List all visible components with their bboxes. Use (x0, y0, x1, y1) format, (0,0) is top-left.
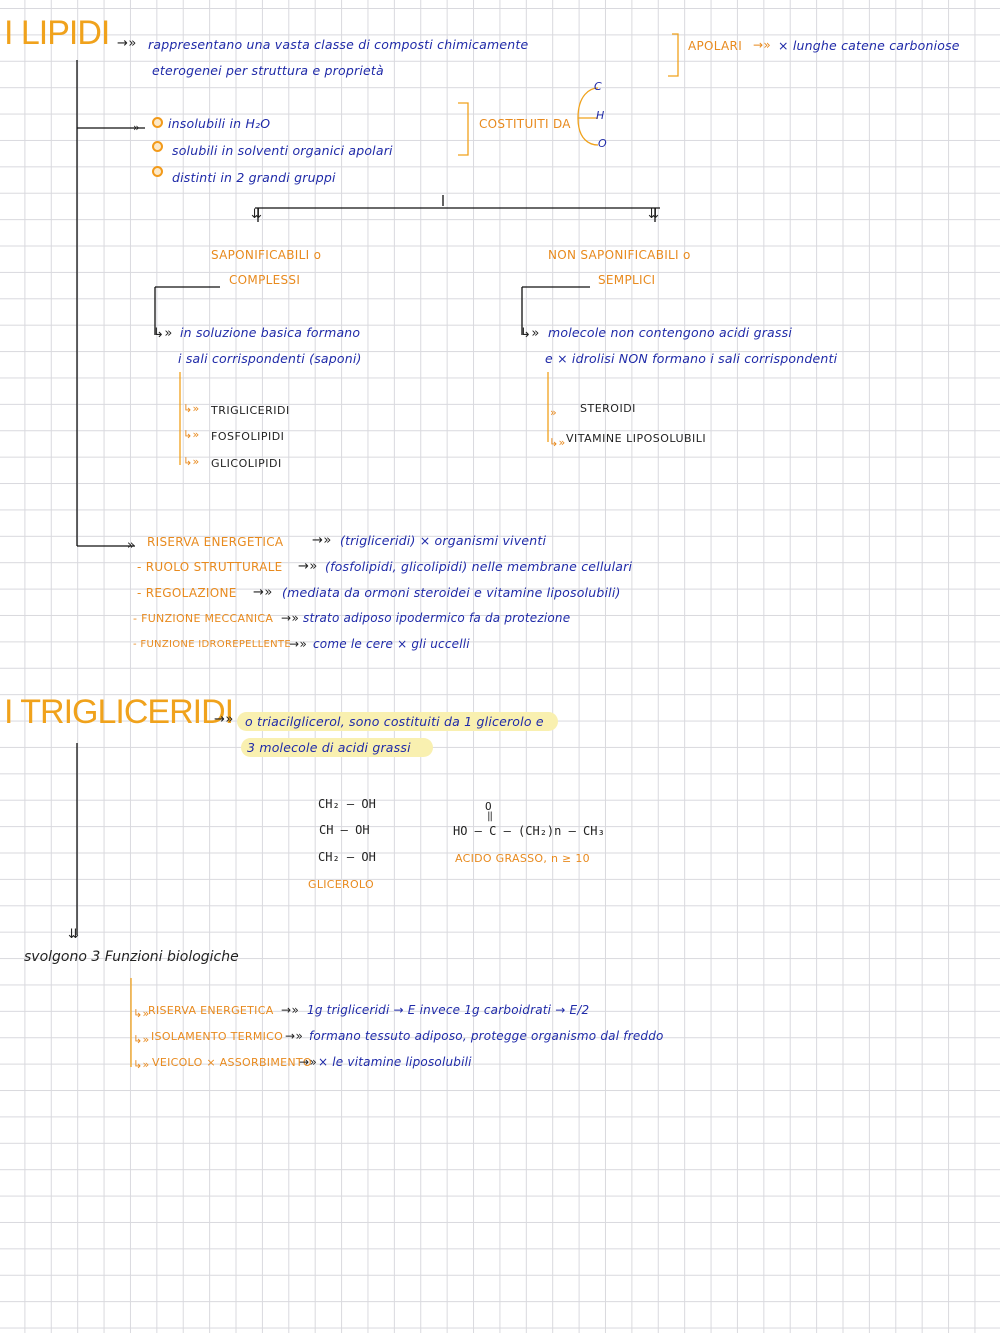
arrow-icon: ↳» (183, 402, 200, 415)
arrow-icon: » (127, 538, 136, 553)
function-name: - FUNZIONE IDROREPELLENTE (133, 639, 291, 650)
down-arrow-icon: ⇊ (251, 207, 263, 222)
prop-item: insolubili in H₂O (168, 116, 271, 131)
arrow-icon: ↳» (133, 1007, 150, 1020)
element-o: O (598, 137, 607, 150)
funzione-name: ISOLAMENTO TERMICO (151, 1030, 284, 1043)
funzione-desc: 1g trigliceridi → E invece 1g carboidrat… (307, 1003, 590, 1017)
glicerolo-line: CH₂ – OH (318, 850, 376, 864)
arrow-icon: ↳» (549, 436, 566, 449)
glicerolo-line: CH₂ – OH (318, 797, 376, 811)
trigliceridi-definition-line2: 3 molecole di acidi grassi (241, 738, 433, 757)
non-saponificabili-item: VITAMINE LIPOSOLUBILI (566, 432, 707, 445)
acido-label: ACIDO GRASSO, n ≥ 10 (455, 852, 590, 865)
non-saponificabili-title: NON SAPONIFICABILI o (548, 248, 691, 262)
semplici-title: SEMPLICI (598, 273, 656, 287)
prop-item: distinti in 2 grandi gruppi (172, 170, 336, 185)
bullet-icon (152, 166, 163, 177)
function-desc: (fosfolipidi, glicolipidi) nelle membran… (325, 559, 633, 574)
saponificabili-item: TRIGLICERIDI (211, 404, 290, 417)
arrow-icon: →» (298, 559, 318, 574)
arrow-icon: ↳» (183, 455, 200, 468)
apolari-note: × lunghe catene carboniose (778, 38, 960, 53)
funzione-desc: × le vitamine liposolubili (318, 1055, 472, 1069)
arrow-icon: ↳» (183, 428, 200, 441)
funzione-name: RISERVA ENERGETICA (148, 1004, 274, 1017)
apolari-label: APOLARI (688, 39, 743, 53)
acido-oxygen: O (485, 800, 492, 813)
funzione-desc: formano tessuto adiposo, protegge organi… (309, 1029, 664, 1043)
arrow-icon: ↳» (520, 326, 540, 341)
lipidi-definition-line1: rappresentano una vasta classe di compos… (148, 37, 529, 52)
trigliceridi-title: I TRIGLICERIDI (4, 693, 234, 731)
function-name: - RUOLO STRUTTURALE (137, 560, 283, 574)
arrow-icon: ↳» (133, 1033, 150, 1046)
function-name: - FUNZIONE MECCANICA (133, 612, 274, 625)
costituiti-label: COSTITUITI DA (479, 117, 571, 131)
arrow-icon: →» (285, 1029, 304, 1043)
function-desc: come le cere × gli uccelli (313, 637, 470, 651)
function-desc: strato adiposo ipodermico fa da protezio… (303, 611, 571, 625)
saponificabili-desc1: in soluzione basica formano (180, 325, 361, 340)
arrow-icon: ↳» (133, 1058, 150, 1071)
function-desc: (trigliceridi) × organismi viventi (340, 533, 547, 548)
arrow-icon: →» (214, 712, 234, 727)
trigliceridi-definition-line1: o triacilglicerol, sono costituiti da 1 … (237, 712, 558, 731)
saponificabili-item: FOSFOLIPIDI (211, 430, 285, 443)
saponificabili-title: SAPONIFICABILI o (211, 248, 322, 262)
lipidi-title: I LIPIDI (4, 14, 110, 52)
prop-item: solubili in solventi organici apolari (172, 143, 393, 158)
non-saponificabili-item: STEROIDI (580, 402, 636, 415)
arrow-icon: » (550, 406, 558, 419)
function-desc: (mediata da ormoni steroidei e vitamine … (282, 585, 621, 600)
arrow-icon: →» (281, 1003, 300, 1017)
non-saponificabili-desc1: molecole non contengono acidi grassi (548, 325, 793, 340)
arrow-icon: » (133, 121, 141, 134)
non-saponificabili-desc2: e × idrolisi NON formano i sali corrispo… (545, 351, 838, 366)
arrow: →» (117, 36, 137, 51)
arrow-icon: →» (289, 637, 308, 651)
element-c: C (594, 80, 602, 93)
funzione-name: VEICOLO × ASSORBIMENTO (152, 1056, 312, 1069)
complessi-title: COMPLESSI (229, 273, 301, 287)
saponificabili-desc2: i sali corrispondenti (saponi) (178, 351, 362, 366)
arrow-icon: →» (299, 1055, 318, 1069)
lipidi-definition-line2: eterogenei per struttura e proprietà (152, 63, 384, 78)
bullet-icon (152, 141, 163, 152)
glicerolo-label: GLICEROLO (308, 878, 374, 891)
down-arrow-icon: ⇊ (68, 927, 80, 942)
double-bond-icon: ‖ (487, 811, 494, 822)
acido-formula: HO – C – (CH₂)n – CH₃ (453, 824, 605, 838)
glicerolo-line: CH – OH (319, 823, 370, 837)
function-name: - REGOLAZIONE (137, 586, 237, 600)
arrow-icon: ↳» (153, 326, 173, 341)
funzioni-title: svolgono 3 Funzioni biologiche (24, 949, 239, 965)
arrow-icon: →» (312, 533, 332, 548)
function-name: RISERVA ENERGETICA (147, 535, 284, 549)
arrow-icon: →» (253, 585, 273, 600)
bullet-icon (152, 117, 163, 128)
down-arrow-icon: ⇊ (648, 207, 660, 222)
element-h: H (596, 109, 605, 122)
arrow-icon: →» (281, 611, 300, 625)
arrow: →» (753, 38, 771, 52)
saponificabili-item: GLICOLIPIDI (211, 457, 282, 470)
